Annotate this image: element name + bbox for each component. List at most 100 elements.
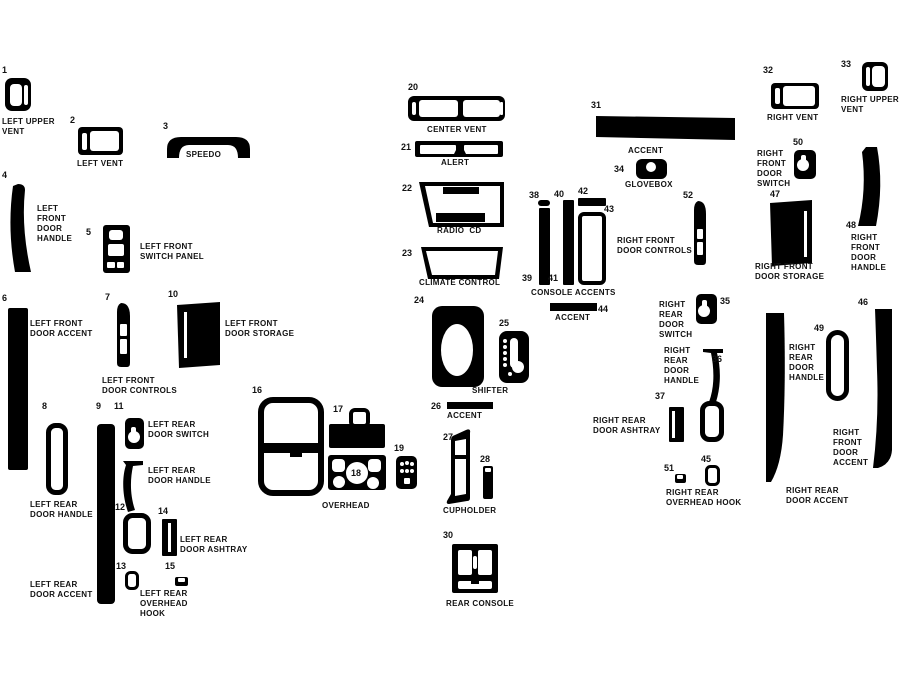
part-label-line: REAR CONSOLE [446,599,515,608]
part-shape-left-front-door-storage [177,302,220,368]
part-number-console-accent-frame: 43 [604,204,615,214]
part-shape-right-front-door-switch [797,159,809,171]
part-shape-cupholder [455,439,466,455]
part-label-line: RIGHT REAR [666,488,719,497]
part-label-line: RIGHT UPPER [841,95,899,104]
part-shape-right-rear-door-handle-b [703,349,723,402]
part-label-line: DOOR ACCENT [786,496,849,505]
part-number-cupholder-trim: 28 [480,454,491,464]
part-label-line: REAR [789,353,813,362]
part-shape-alert [464,145,498,154]
part-label-line: DOOR ACCENT [30,329,93,338]
part-number-overhead-console-frame: 16 [252,385,263,395]
part-label-line: CUPHOLDER [443,506,497,515]
part-number-right-upper-vent: 33 [841,59,852,69]
part-shape-right-rear-door-handle-a [826,330,849,401]
part-shape-left-front-switch-panel [109,230,123,240]
part-shape-overhead-switch-pad [400,462,404,466]
part-label-line: SWITCH PANEL [140,252,204,261]
part-label-line: RIGHT [789,343,816,352]
part-shape-accent-strip-26 [447,402,493,409]
part-shape-left-front-door-accent [8,308,28,470]
part-number-right-front-door-accent: 46 [858,297,869,307]
part-label-line: HOOK [140,609,166,618]
part-label-line: RIGHT [659,300,686,309]
part-shape-right-rear-overhead-hook-trim [705,465,720,486]
part-label-line: LEFT REAR [180,535,228,544]
part-number-left-rear-overhead-hook-trim: 13 [116,561,127,571]
part-number-accent-strip-31: 31 [591,100,602,110]
part-number-left-front-switch-panel: 5 [86,227,92,237]
part-label-radio-cd: RADIO CD [437,226,481,236]
part-shape-right-front-door-storage [770,200,812,266]
part-shape-shifter-gate [503,357,507,361]
part-shape-cupholder-trim [483,466,493,499]
part-shape-left-rear-door-switch [128,431,140,443]
part-label-line: DOOR CONTROLS [617,246,693,255]
part-label-line: SWITCH [659,330,693,339]
part-shape-right-rear-overhead-hook [677,475,683,479]
part-shape-center-vent [419,100,458,117]
part-shape-center-vent [500,102,503,115]
part-label-overhead-switch-pad: OVERHEAD [322,501,370,511]
part-shape-shifter-gate [503,339,507,343]
part-shape-glovebox [646,162,656,172]
part-shape-climate-control [426,251,498,275]
part-shape-overhead-switch-pad [410,462,414,466]
part-number-center-vent: 20 [408,82,419,92]
part-label-line: FRONT [37,214,67,223]
part-shape-radio-cd [443,187,479,194]
part-shape-shifter-gate [510,338,518,368]
part-number-left-front-door-storage: 10 [168,289,179,299]
part-label-line: RIGHT FRONT [755,262,813,271]
part-number-console-accent-bar-2: 40 [554,189,565,199]
part-shape-overhead-console-panel [333,476,345,488]
part-label-line: LEFT REAR [148,420,196,429]
part-label-line: RIGHT [664,346,691,355]
part-number-right-rear-door-switch: 35 [720,296,731,306]
part-label-line: HANDLE [851,263,887,272]
part-shape-cupholder [455,459,466,496]
part-number-shifter-surround: 24 [414,295,425,305]
part-shape-console-accent-bar-3 [578,198,606,206]
part-label-line: RIGHT FRONT [617,236,675,245]
part-label-line: ALERT [441,158,470,167]
part-shape-alert [420,145,456,154]
part-label-line: DOOR HANDLE [148,476,211,485]
part-shape-center-vent [412,102,416,115]
part-shape-left-rear-door-accent [97,424,115,604]
part-shape-overhead-switch-pad [405,461,409,465]
part-label-line: RIGHT VENT [767,113,819,122]
part-shape-overhead-switch-pad [405,469,409,473]
part-number-console-accent-bar-3: 42 [578,186,589,196]
part-label-cupholder: CUPHOLDER [443,506,496,516]
part-label-line: DOOR [757,169,783,178]
part-number-accent-strip-44: 44 [598,304,609,314]
part-number-accent-strip-26: 26 [431,401,442,411]
part-shape-left-rear-door-ashtray [168,523,171,552]
part-label-line: RADIO CD [437,226,482,235]
part-number-console-accent-bar-2-end: 41 [548,273,559,283]
part-label-line: SWITCH [757,179,791,188]
part-shape-overhead-console-frame [290,451,302,457]
part-number-overhead-console-panel: 18 [351,468,362,478]
part-shape-right-rear-door-accent [766,313,785,482]
part-number-rear-console: 30 [443,530,454,540]
part-shape-right-rear-door-switch [702,300,707,308]
part-shape-left-rear-door-handle-b [123,461,143,512]
part-number-right-rear-overhead-hook: 51 [664,463,675,473]
part-shape-right-upper-vent [866,67,870,86]
part-shape-overhead-console-panel [346,462,368,484]
part-shape-rear-console [458,581,492,589]
part-label-line: DOOR [851,253,877,262]
part-shape-accent-strip-44 [550,303,597,311]
part-label-line: RIGHT [833,428,860,437]
